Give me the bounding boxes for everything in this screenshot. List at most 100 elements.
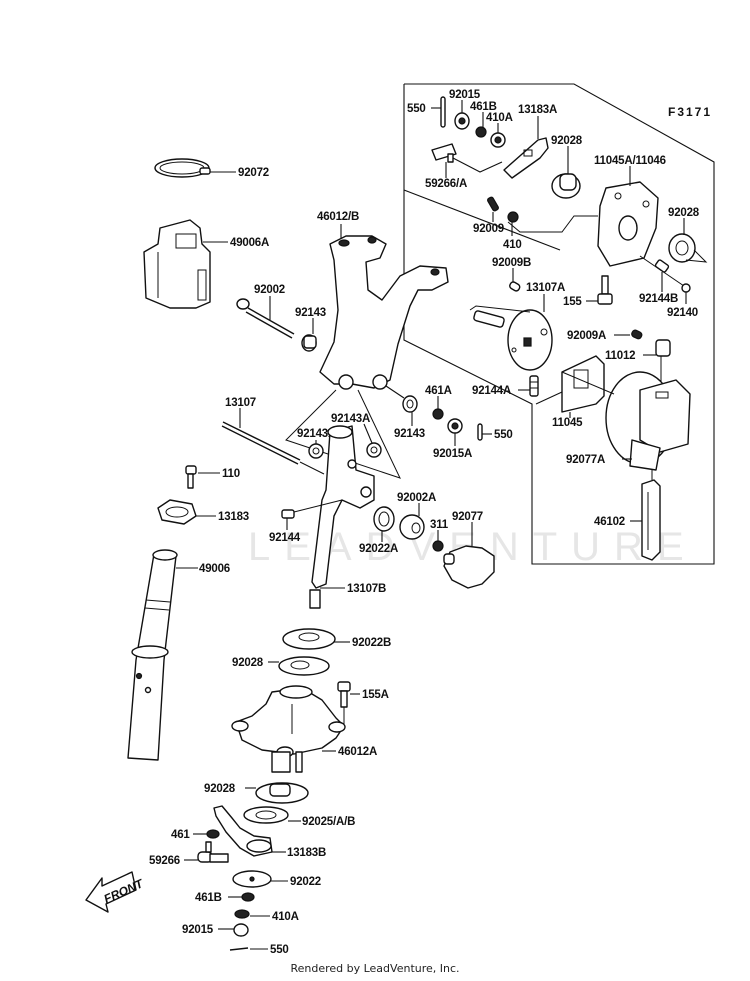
part-92009B[interactable]: 92009B — [492, 257, 531, 292]
part-410A-top[interactable]: 410A — [486, 112, 513, 148]
label-92077A: 92077A — [566, 454, 605, 466]
footer-credit: Rendered by LeadVenture, Inc. — [290, 962, 460, 975]
part-92144B[interactable]: 92144B — [639, 255, 685, 305]
part-92144A[interactable]: 92144A — [472, 375, 563, 405]
part-92025AB[interactable]: 92025/A/B — [243, 806, 355, 828]
label-311: 311 — [430, 519, 449, 531]
part-92002A[interactable]: 92002A — [397, 492, 436, 540]
part-461B-top[interactable]: 461B — [470, 101, 497, 138]
subassembly-frame — [403, 83, 715, 565]
label-13183B: 13183B — [287, 847, 326, 859]
label-92022B: 92022B — [352, 637, 391, 649]
label-13107B: 13107B — [347, 583, 386, 595]
part-92015-bot[interactable]: 92015 — [182, 923, 249, 937]
label-92143A-right: 92143A — [331, 413, 370, 425]
part-92022A[interactable]: 92022A — [359, 506, 398, 555]
part-11012[interactable]: 11012 — [605, 339, 671, 396]
part-92143-left[interactable]: 92143 — [295, 307, 326, 352]
part-550-bot[interactable]: 550 — [229, 944, 289, 956]
label-92140: 92140 — [667, 307, 698, 319]
part-49006[interactable]: 49006 — [127, 549, 230, 761]
part-92028-a[interactable]: 92028 — [551, 135, 583, 199]
label-461A: 461A — [425, 385, 452, 397]
part-13107B[interactable]: 13107B — [289, 425, 386, 609]
label-410: 410 — [503, 239, 522, 251]
part-92077A[interactable]: 92077A — [561, 371, 691, 471]
part-410A-bot[interactable]: 410A — [234, 909, 299, 923]
part-46102[interactable]: 46102 — [594, 470, 661, 561]
label-461B-bot: 461B — [195, 892, 222, 904]
label-92144A: 92144A — [472, 385, 511, 397]
label-92144B: 92144B — [639, 293, 678, 305]
part-110[interactable]: 110 — [185, 465, 240, 489]
part-49006A[interactable]: 49006A — [143, 219, 269, 309]
label-59266: 59266 — [149, 855, 180, 867]
label-92015-top: 92015 — [449, 89, 481, 101]
part-461B-bot[interactable]: 461B — [195, 892, 255, 904]
label-92022: 92022 — [290, 876, 321, 888]
part-92143A-left[interactable]: 92143A — [297, 428, 336, 459]
part-92015A[interactable]: 92015A — [433, 418, 472, 460]
part-13107A[interactable]: 13107A — [469, 282, 565, 371]
part-59266A[interactable]: 59266/A — [425, 143, 503, 190]
label-92028-b: 92028 — [668, 207, 700, 219]
label-550-top: 550 — [407, 103, 426, 115]
label-155: 155 — [563, 296, 582, 308]
label-110: 110 — [222, 468, 240, 480]
label-49006A: 49006A — [230, 237, 269, 249]
part-550-mid[interactable]: 550 — [477, 423, 513, 441]
part-155[interactable]: 155 — [563, 275, 613, 308]
part-461A[interactable]: 461A — [425, 385, 452, 420]
part-59266[interactable]: 59266 — [149, 841, 229, 867]
part-311[interactable]: 311 — [430, 519, 449, 552]
label-550-mid: 550 — [494, 429, 513, 441]
front-arrow-icon: FRONT — [85, 871, 147, 913]
part-92143-right[interactable]: 92143 — [385, 385, 425, 440]
part-550-top[interactable]: 550 — [407, 96, 446, 128]
part-410[interactable]: 410 — [503, 211, 522, 251]
label-92009B: 92009B — [492, 257, 531, 269]
part-155A[interactable]: 155A — [337, 681, 389, 726]
label-11045A-11046: 11045A/11046 — [594, 155, 666, 167]
part-92028-c[interactable]: 92028 — [232, 656, 330, 676]
label-92143-right: 92143 — [394, 428, 425, 440]
part-92009A[interactable]: 92009A — [567, 329, 643, 342]
label-461: 461 — [171, 829, 190, 841]
part-92028-b[interactable]: 92028 — [668, 207, 708, 263]
part-13107[interactable]: 13107 — [221, 397, 325, 475]
frame-guide — [403, 189, 561, 251]
label-92077: 92077 — [452, 511, 483, 523]
part-92144[interactable]: 92144 — [269, 509, 301, 544]
part-13183B[interactable]: 13183B — [213, 805, 326, 859]
label-13183A: 13183A — [518, 104, 557, 116]
label-92025AB: 92025/A/B — [302, 816, 355, 828]
part-92009[interactable]: 92009 — [473, 196, 504, 235]
part-92028-d[interactable]: 92028 — [204, 782, 309, 804]
part-461[interactable]: 461 — [171, 829, 220, 841]
label-92022A: 92022A — [359, 543, 398, 555]
part-13183A[interactable]: 13183A — [503, 104, 557, 179]
figure-code: F3171 — [668, 105, 712, 119]
part-13183[interactable]: 13183 — [157, 499, 249, 525]
label-461B-top: 461B — [470, 101, 497, 113]
label-13107: 13107 — [225, 397, 256, 409]
part-46012A[interactable]: 46012A — [231, 685, 377, 773]
part-92143A-right[interactable]: 92143A — [331, 413, 382, 458]
part-11045A-11046[interactable]: 11045A/11046 — [507, 155, 666, 267]
part-92002[interactable]: 92002 — [236, 284, 295, 339]
part-46012B[interactable]: 46012/B — [317, 211, 449, 390]
part-11045[interactable]: 11045 — [552, 355, 605, 429]
label-13183: 13183 — [218, 511, 249, 523]
part-92022B[interactable]: 92022B — [282, 628, 391, 650]
part-92015-top[interactable]: 92015 — [449, 89, 481, 130]
label-46102: 46102 — [594, 516, 625, 528]
part-92072[interactable]: 92072 — [154, 158, 269, 179]
label-92072: 92072 — [238, 167, 269, 179]
part-92140[interactable]: 92140 — [667, 283, 698, 319]
label-550-bot: 550 — [270, 944, 289, 956]
part-92022[interactable]: 92022 — [232, 870, 321, 888]
label-92015-bot: 92015 — [182, 924, 214, 936]
label-92028-a: 92028 — [551, 135, 583, 147]
label-92015A: 92015A — [433, 448, 472, 460]
part-92077[interactable]: 92077 — [443, 511, 495, 589]
